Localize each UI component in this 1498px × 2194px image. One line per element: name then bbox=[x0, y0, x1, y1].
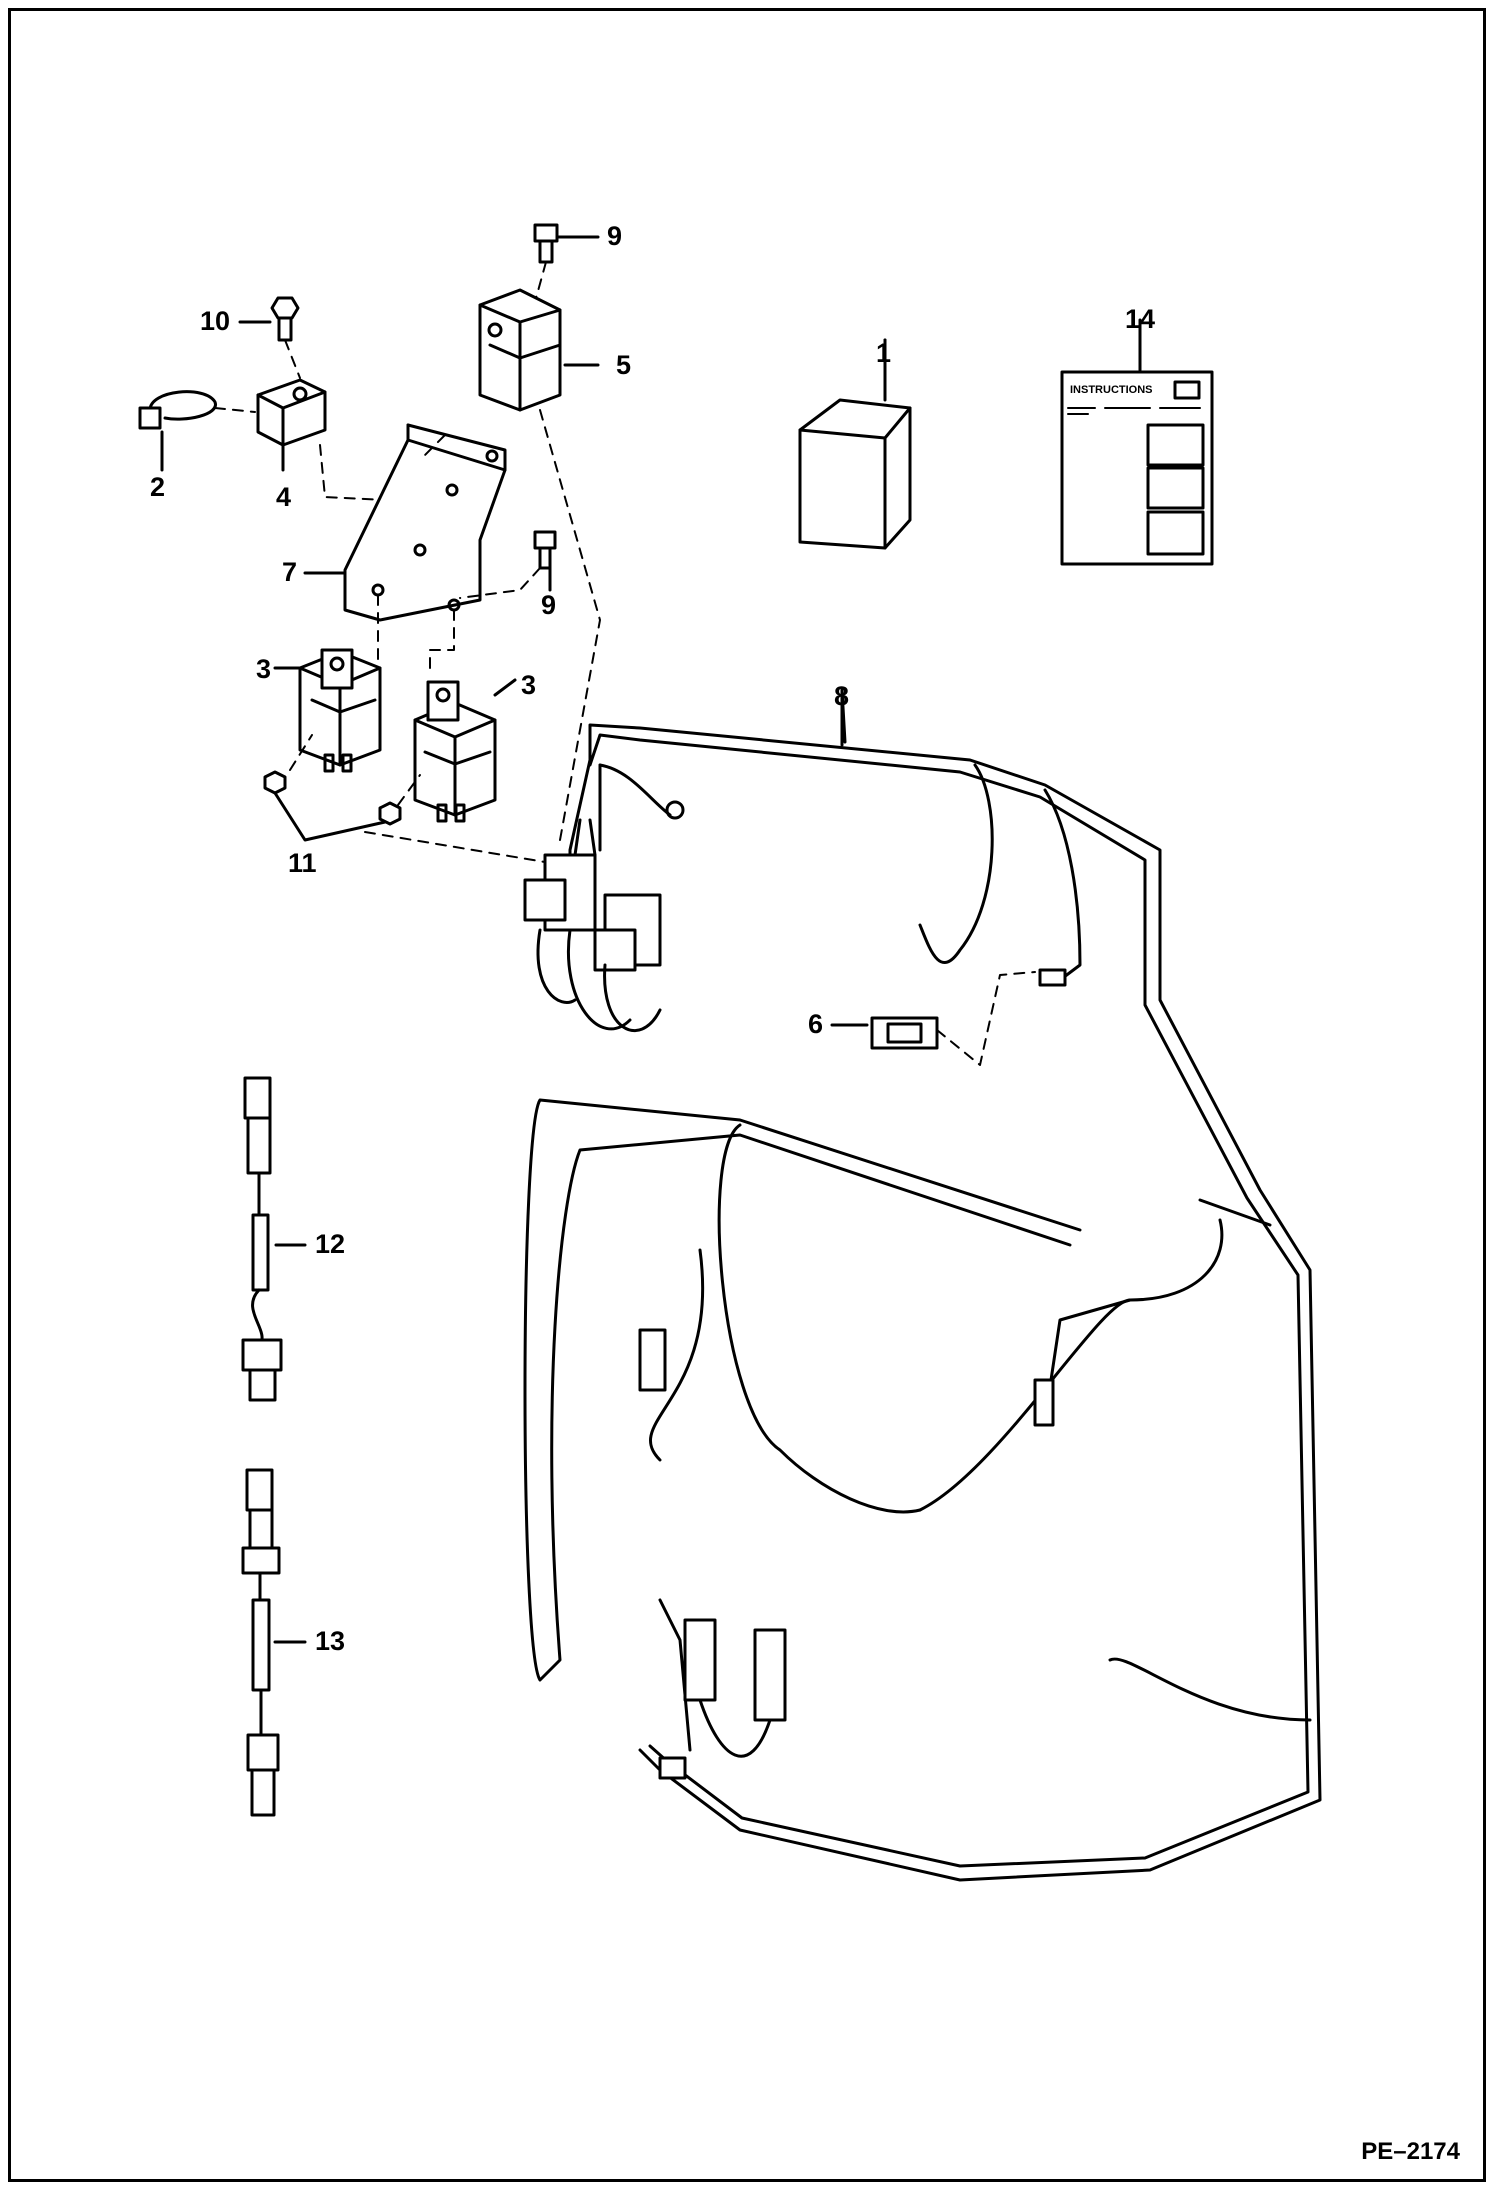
callout-1: 1 bbox=[876, 338, 892, 368]
nuts-11 bbox=[263, 734, 546, 863]
callout-4: 4 bbox=[276, 482, 292, 512]
box-1 bbox=[798, 338, 912, 550]
wire-harness-8 bbox=[523, 688, 1322, 1882]
callout-9-top: 9 bbox=[607, 221, 623, 251]
cable-tie-2 bbox=[138, 390, 256, 472]
switch-6 bbox=[830, 971, 1036, 1066]
callout-14: 14 bbox=[1125, 304, 1156, 334]
adapter-harness-12 bbox=[241, 1076, 307, 1402]
callout-9-middle: 9 bbox=[541, 590, 557, 620]
callout-13: 13 bbox=[315, 1626, 346, 1656]
bracket-7 bbox=[303, 423, 507, 671]
callout-12: 12 bbox=[315, 1229, 346, 1259]
relay-5 bbox=[478, 288, 601, 841]
bolt-10 bbox=[238, 296, 301, 379]
callout-5: 5 bbox=[616, 350, 632, 380]
relay-3-left bbox=[273, 648, 382, 773]
callout-2: 2 bbox=[150, 472, 166, 502]
relay-3-right bbox=[413, 678, 517, 823]
relay-sockets bbox=[523, 818, 662, 1032]
diagram-border bbox=[8, 8, 1486, 2182]
bolt-9-middle bbox=[459, 530, 557, 599]
figure-code: PE–2174 bbox=[1361, 2138, 1460, 2165]
bolt-9-top bbox=[529, 223, 600, 321]
callout-11: 11 bbox=[288, 848, 317, 878]
callout-3-left: 3 bbox=[256, 654, 272, 684]
adapter-harness-13 bbox=[241, 1468, 307, 1817]
callout-10: 10 bbox=[200, 306, 231, 336]
callout-6: 6 bbox=[808, 1009, 824, 1039]
callout-7: 7 bbox=[282, 557, 298, 587]
callout-8: 8 bbox=[834, 681, 850, 711]
callout-3-right: 3 bbox=[521, 670, 537, 700]
instructions-heading: INSTRUCTIONS bbox=[1070, 384, 1153, 396]
instruction-sheet-14 bbox=[1060, 333, 1214, 566]
